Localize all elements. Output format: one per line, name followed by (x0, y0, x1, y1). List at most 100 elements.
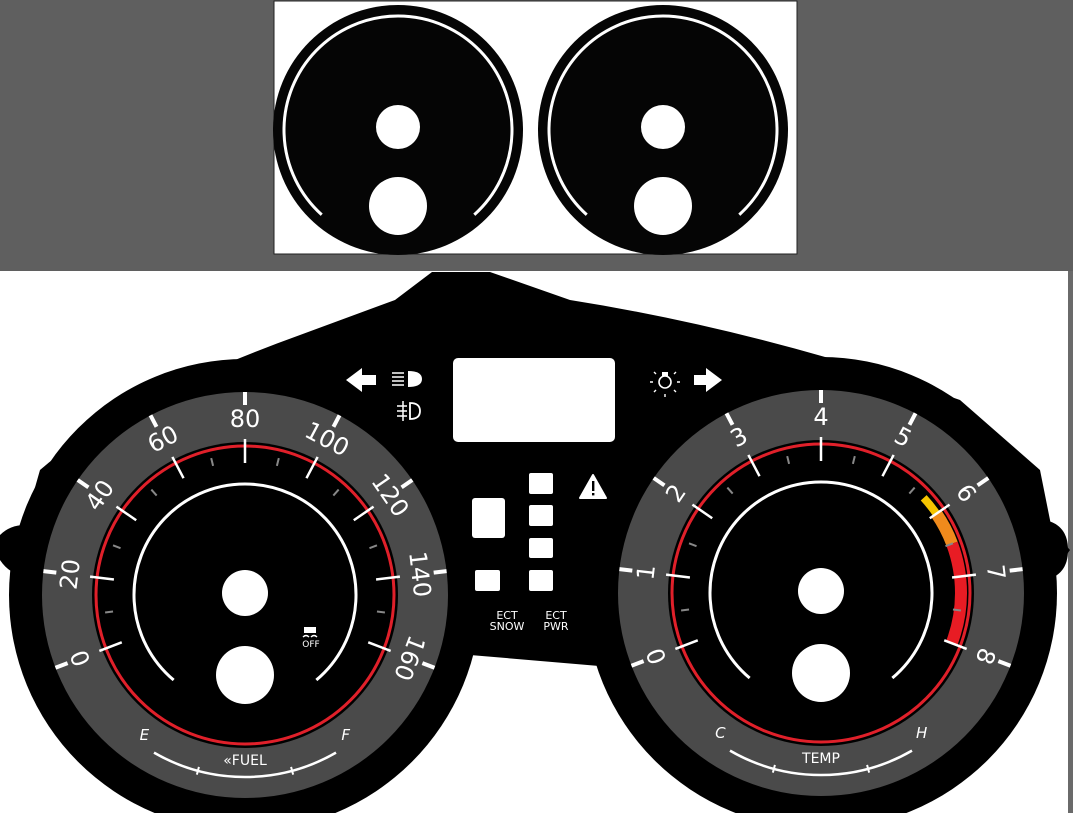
major-tick-inner (943, 639, 968, 651)
major-tick-outer (400, 478, 414, 490)
major-tick-inner (375, 575, 401, 581)
indicator-lamp (529, 473, 553, 494)
major-tick-outer (43, 569, 57, 575)
dial-label: 1 (631, 563, 661, 581)
minor-tick (369, 544, 378, 550)
temp-label: TEMP (801, 751, 840, 767)
left-preview-dial (273, 5, 523, 255)
ect-pwr-lamp (529, 570, 553, 591)
minor-tick (210, 457, 215, 467)
ect-snow-label-1: ECT (496, 609, 518, 622)
minor-tick (680, 608, 690, 612)
major-tick-inner (98, 641, 123, 653)
major-tick-outer (76, 478, 90, 490)
high-beam-icon (392, 371, 422, 387)
info-display (453, 358, 615, 442)
bulb-icon (650, 371, 680, 397)
major-tick-outer (421, 661, 436, 670)
major-tick-inner (665, 573, 691, 579)
minor-tick (908, 486, 916, 495)
turn-right-arrow-icon (694, 368, 722, 392)
fuel-label: «FUEL (223, 753, 267, 769)
dial-label: 4 (813, 403, 828, 431)
major-tick-inner (881, 454, 895, 477)
ect-snow-lamp (475, 570, 500, 591)
preview-inner-ring (547, 14, 779, 216)
skid-icon (302, 634, 318, 638)
traction-off-label: OFF (302, 640, 319, 650)
major-tick-outer (54, 661, 69, 670)
lower-hole (792, 644, 850, 702)
minor-tick (952, 608, 962, 612)
sub-gauge-tick (290, 766, 295, 775)
sub-gauge-arc (153, 751, 337, 779)
indicator-lamp (529, 538, 553, 558)
minor-tick (786, 455, 791, 465)
minor-tick (945, 542, 954, 548)
minor-tick (150, 488, 158, 497)
lower-hole (634, 177, 692, 235)
turn-left-arrow-icon (346, 368, 376, 392)
lower-hole (216, 646, 274, 704)
major-tick-outer (907, 412, 918, 426)
major-tick-outer (433, 569, 447, 575)
ect-snow-label-2: SNOW (490, 620, 525, 633)
traction-control-off-icon: OFF (302, 627, 320, 650)
minor-tick (688, 542, 697, 548)
right-preview-dial (538, 5, 788, 255)
major-tick-inner (367, 641, 392, 653)
major-tick-inner (747, 454, 761, 477)
sub-gauge-tick (866, 764, 871, 773)
right-edge-bar (1068, 271, 1073, 813)
dial-label: 20 (55, 558, 86, 592)
fuel-empty-label: E (140, 726, 150, 744)
needle-hub-hole (641, 105, 685, 149)
minor-tick (104, 610, 114, 614)
major-tick-inner (305, 456, 319, 479)
major-tick-outer (724, 412, 735, 426)
major-tick-outer (148, 414, 159, 428)
inner-white-ring (132, 482, 358, 682)
fuel-full-label: F (341, 726, 350, 744)
sub-gauge-tick (195, 766, 200, 775)
major-tick-inner (353, 505, 375, 522)
minor-tick (275, 457, 280, 467)
preview-inner-ring (282, 14, 514, 216)
sub-gauge-arc (729, 749, 913, 777)
minor-tick (851, 455, 856, 465)
major-tick-inner (89, 575, 115, 581)
dial-label: 140 (403, 550, 436, 599)
redline-zone-red (946, 541, 967, 646)
dial-label: 7 (981, 563, 1011, 581)
needle-hub-hole (222, 570, 268, 616)
lower-hole (369, 177, 427, 235)
major-tick-outer (630, 659, 645, 668)
minor-tick (332, 488, 340, 497)
inner-white-ring (708, 480, 934, 680)
major-tick-inner (929, 503, 951, 520)
car-icon (304, 627, 316, 633)
major-tick-inner (691, 503, 713, 520)
sub-gauge-tick (771, 764, 776, 773)
dial-label: 80 (230, 405, 261, 433)
major-tick-outer (331, 414, 342, 428)
major-tick-outer (997, 659, 1012, 668)
major-tick-inner (171, 456, 185, 479)
ect-pwr-label-2: PWR (543, 620, 569, 633)
temp-cold-label: C (715, 724, 726, 742)
minor-tick (112, 544, 121, 550)
ect-pwr-label-1: ECT (545, 609, 567, 622)
major-tick-outer (652, 476, 666, 488)
temp-hot-label: H (916, 724, 927, 742)
indicator-lamp (529, 505, 553, 526)
major-tick-outer (976, 476, 990, 488)
major-tick-inner (674, 639, 699, 651)
major-tick-outer (1009, 567, 1023, 573)
minor-tick (376, 610, 386, 614)
warning-triangle-icon (579, 474, 607, 499)
needle-hub-hole (376, 105, 420, 149)
major-tick-inner (115, 505, 137, 522)
center-panel: ECT SNOW ECT PWR (346, 358, 722, 633)
needle-hub-hole (798, 568, 844, 614)
